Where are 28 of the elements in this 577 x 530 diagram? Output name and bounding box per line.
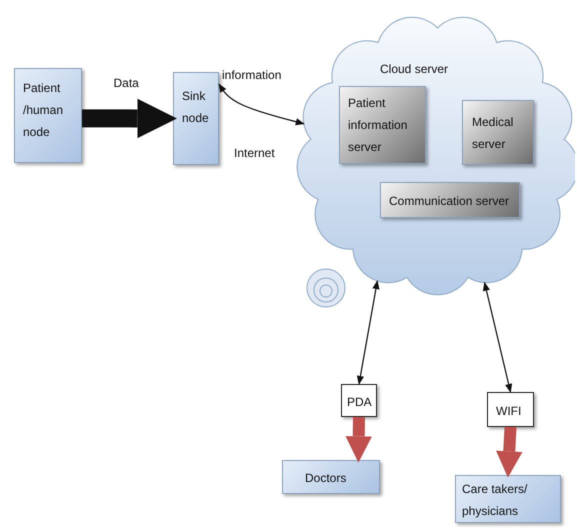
node-label: Sink node <box>182 88 210 127</box>
server-box <box>339 86 426 164</box>
text-label: Internet <box>234 146 275 160</box>
block-arrow <box>496 426 522 478</box>
node-label: Doctors <box>305 470 348 487</box>
block-arrow <box>82 98 177 138</box>
node-label: Communication server <box>389 193 510 210</box>
server-box <box>462 100 534 165</box>
label-box <box>341 384 377 417</box>
cloud-title: Cloud server <box>380 61 450 78</box>
label-box <box>487 392 534 427</box>
node-label: Patient /human node <box>23 80 64 141</box>
process-box <box>14 68 82 163</box>
arrow <box>356 280 380 385</box>
node-label: Medical server <box>472 114 514 153</box>
node-label: PDA <box>347 394 373 411</box>
arrow <box>218 83 305 126</box>
process-box <box>455 475 561 523</box>
process-box <box>173 72 219 165</box>
node-label: Care takers/ physicians <box>462 481 528 520</box>
block-arrow <box>346 416 372 463</box>
edge-label: Data <box>114 76 139 90</box>
process-box <box>282 460 380 494</box>
arrow <box>482 282 512 393</box>
node-label: Patient information server <box>348 95 408 156</box>
node-label: WIFI <box>496 403 522 420</box>
text-label: information <box>222 68 282 82</box>
server-box <box>380 182 520 218</box>
